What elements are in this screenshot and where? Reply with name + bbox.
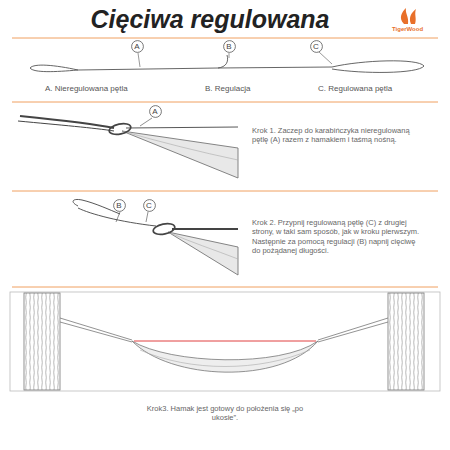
callout-ring xyxy=(113,199,125,211)
callout-ring xyxy=(310,40,322,52)
logo-text: TigerWood xyxy=(392,26,423,34)
part-name: C. Regulowana pętla xyxy=(318,84,392,94)
callout-circle: A xyxy=(149,105,162,118)
callout-ring xyxy=(223,40,235,52)
callout-letter: C xyxy=(310,40,323,53)
callout-circle: C xyxy=(143,199,156,212)
carabiner-step2 xyxy=(73,199,238,275)
step-caption: Krok3. Hamak jest gotowy do położenia si… xyxy=(140,404,310,423)
callout-circle: B xyxy=(113,199,126,212)
cord-drawing xyxy=(30,52,424,72)
divider-line xyxy=(12,38,438,287)
callout-letter: A xyxy=(131,40,144,53)
logo-flame xyxy=(401,8,416,24)
callout-letter: B xyxy=(223,40,236,53)
step-text: Krok 2. Przypnij regulowaną pętlę (C) z … xyxy=(252,218,422,256)
part-name: B. Regulacja xyxy=(205,84,250,94)
callout-ring xyxy=(143,199,155,211)
callout-circle: B xyxy=(223,40,236,53)
callout-letter: B xyxy=(113,199,126,212)
carabiner-step1 xyxy=(18,116,238,178)
callout-letter: C xyxy=(143,199,156,212)
callout-circle: C xyxy=(310,40,323,53)
part-name: A. Nieregulowana pętla xyxy=(45,84,128,94)
callout-ring xyxy=(131,40,143,52)
step-text: Krok 1. Zaczep do karabińczyka nieregulo… xyxy=(252,126,422,145)
callout-circle: A xyxy=(131,40,144,53)
callout-ring xyxy=(149,105,161,117)
callout-letter: A xyxy=(149,105,162,118)
hammock-scene xyxy=(10,292,440,391)
page-title: Cięciwa regulowana xyxy=(0,4,420,35)
